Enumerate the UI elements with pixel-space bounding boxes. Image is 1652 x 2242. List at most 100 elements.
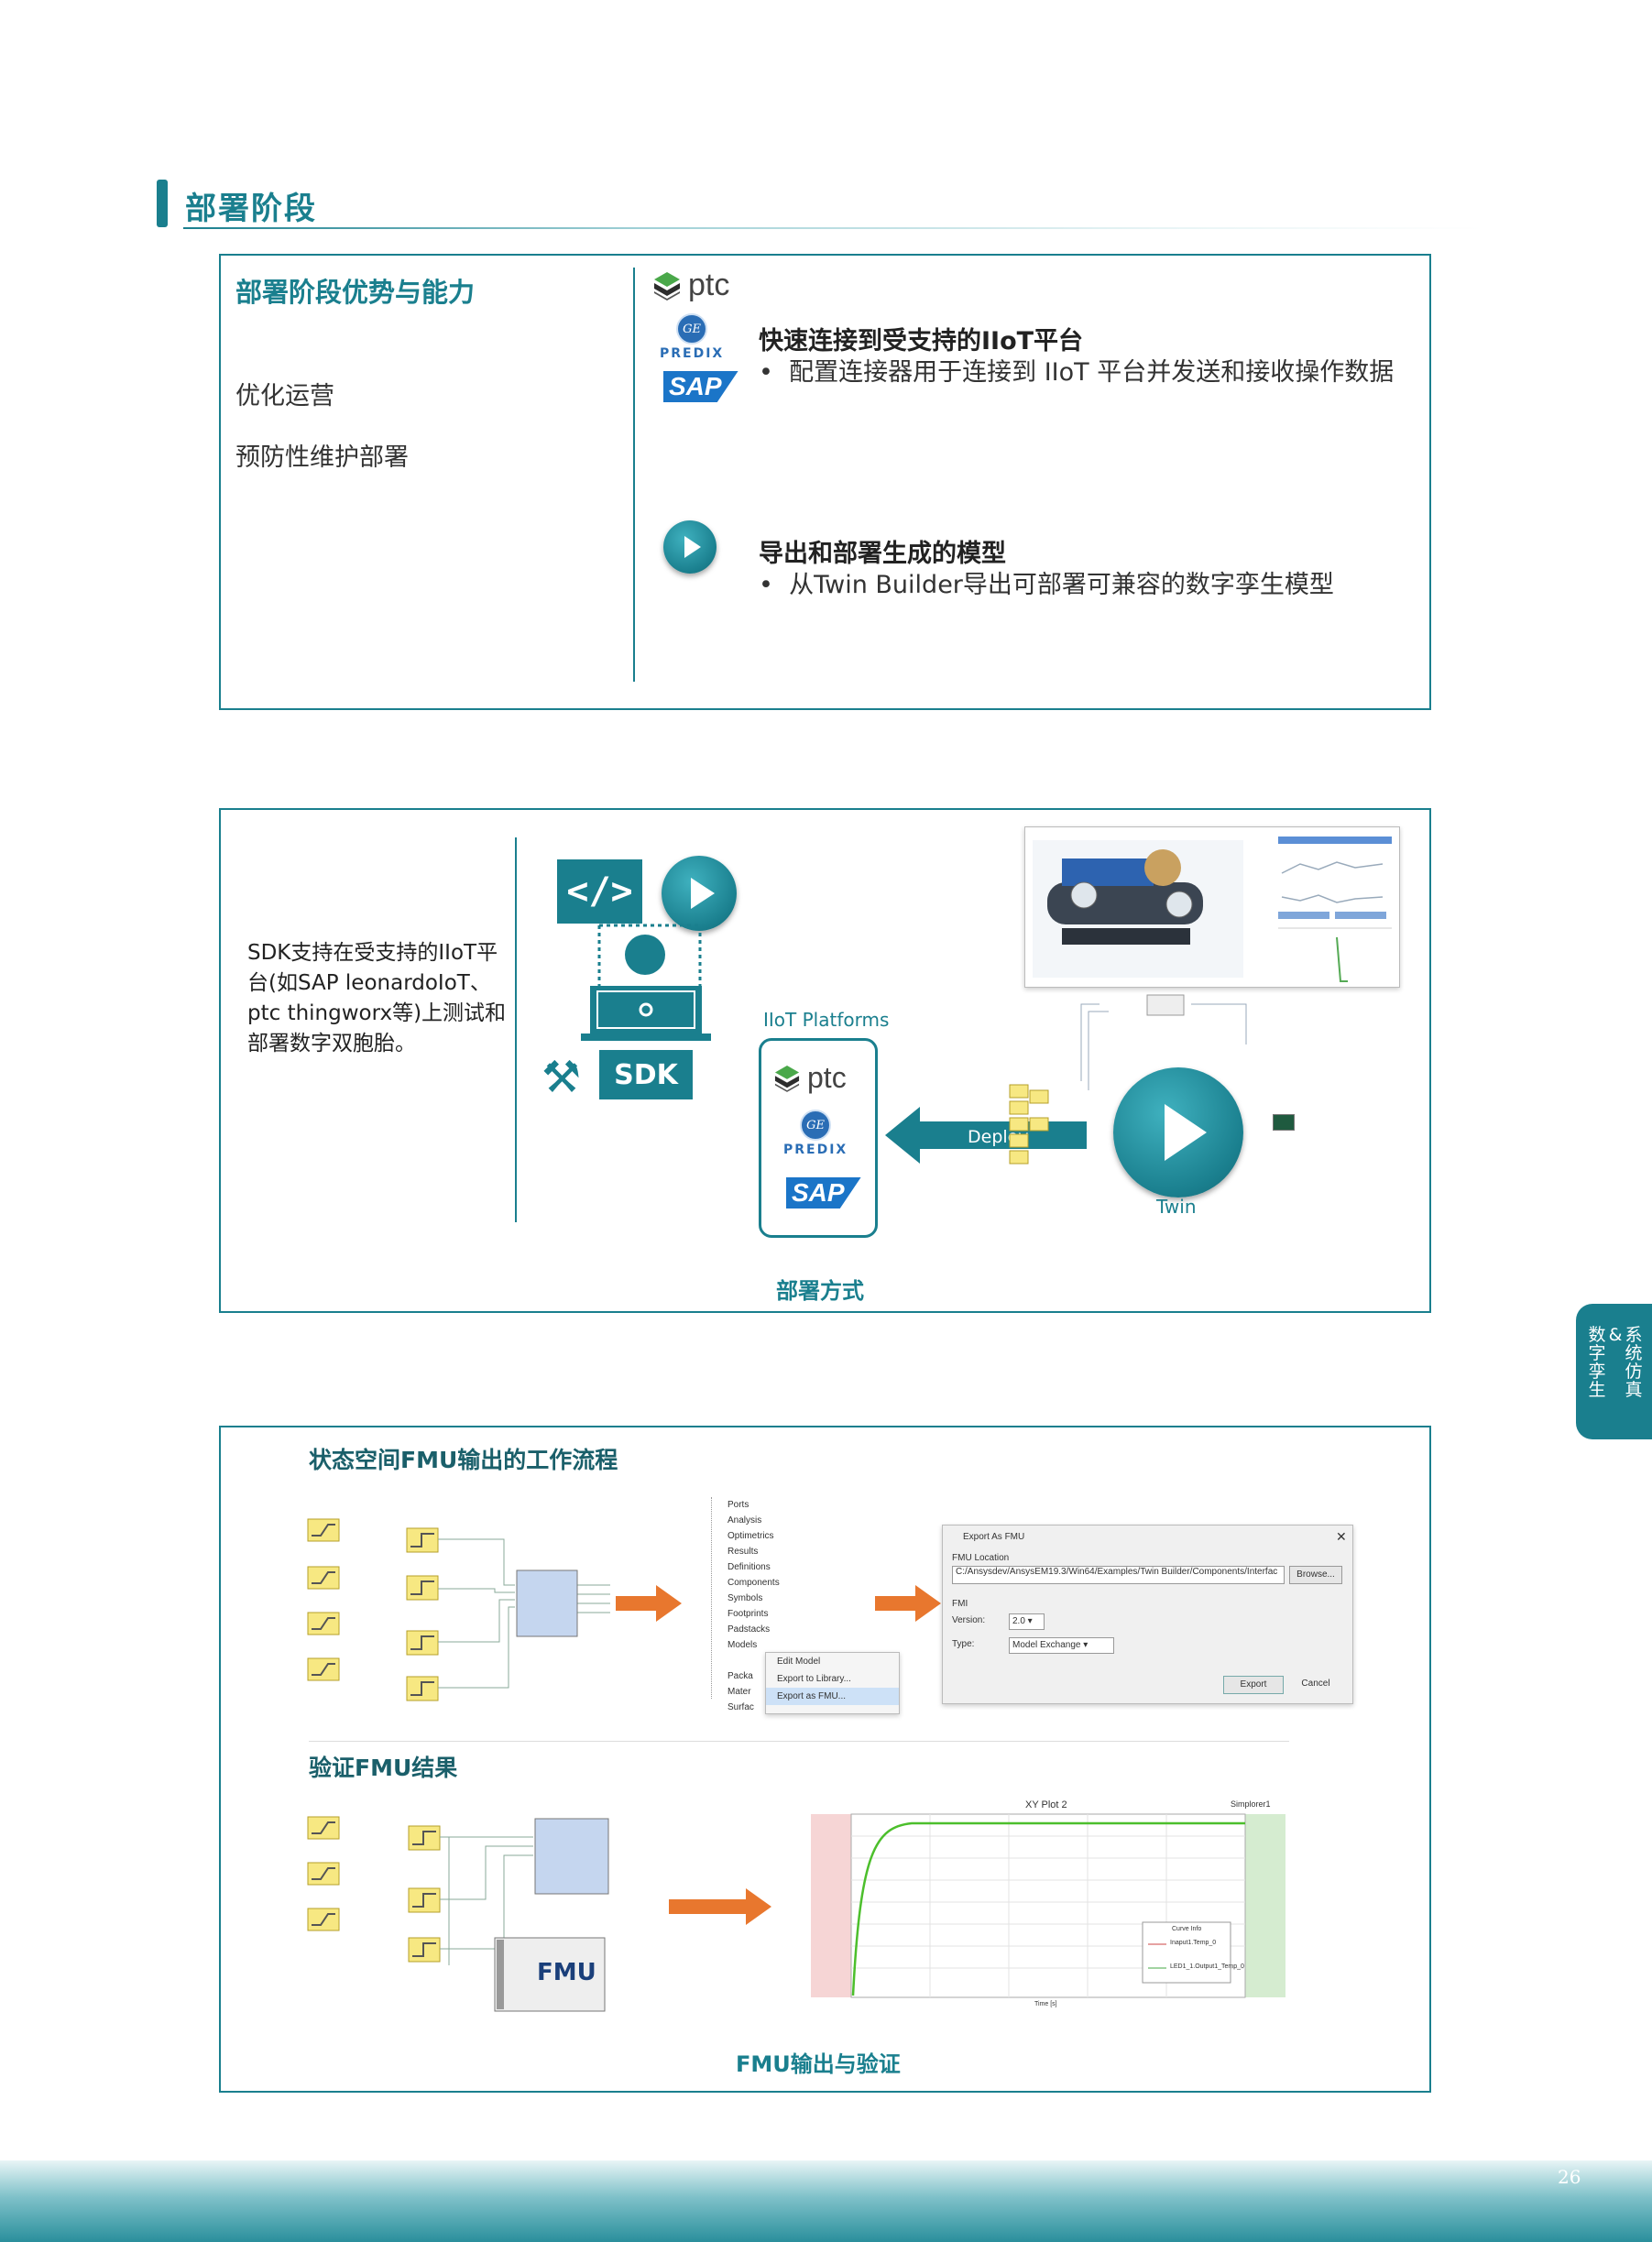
menu-item-export-fmu[interactable]: Export as FMU...: [766, 1688, 899, 1705]
section-marker: [157, 180, 168, 227]
fmi-group-label: FMI: [952, 1599, 968, 1609]
ge-icon: GE: [800, 1110, 832, 1141]
ptc-logo: ptc: [774, 1061, 847, 1095]
chiller-machine-image: [1033, 837, 1392, 982]
predix-logo-text: PREDIX: [783, 1143, 848, 1157]
tree-connector: [711, 1497, 723, 1699]
legend-item: LED1_1.Output1_Temp_0: [1170, 1963, 1244, 1970]
tree-item[interactable]: Analysis: [728, 1515, 762, 1526]
chapter-side-tab[interactable]: 数字孪生 & 系统仿真: [1576, 1304, 1652, 1439]
feature-title-export: 导出和部署生成的模型: [759, 540, 1006, 568]
tree-item[interactable]: Ports: [728, 1500, 749, 1510]
side-tab-text: 数字孪生: [1588, 1325, 1606, 1400]
version-select[interactable]: 2.0 ▾: [1009, 1613, 1045, 1630]
plot-xlabel: Time [s]: [1034, 2001, 1057, 2007]
tools-icon: ⚒: [542, 1052, 582, 1103]
section-title: 部署阶段: [185, 191, 317, 227]
twin-output-display: [1273, 1114, 1295, 1131]
fmu-divider: [309, 1741, 1289, 1742]
ptc-icon: [774, 1065, 800, 1092]
ptc-logo: ptc: [653, 268, 729, 303]
export-button[interactable]: Export: [1223, 1676, 1284, 1694]
version-label: Version:: [952, 1615, 986, 1625]
tree-item[interactable]: Mater: [728, 1687, 751, 1697]
version-value: 2.0: [1012, 1616, 1025, 1626]
advantage-item-optimize: 优化运营: [235, 382, 334, 410]
verify-title: 验证FMU结果: [309, 1755, 458, 1781]
bullet: •: [759, 358, 773, 387]
predix-logo-text: PREDIX: [660, 346, 725, 361]
location-label: FMU Location: [952, 1553, 1010, 1563]
advantages-panel: [219, 254, 1431, 710]
legend-item: Inaput1.Temp_0: [1170, 1940, 1217, 1946]
predix-logo: GE PREDIX: [783, 1110, 848, 1157]
ptc-icon: [654, 271, 680, 301]
advantage-item-maintenance: 预防性维护部署: [235, 443, 409, 472]
project-tree-list: Ports Analysis Optimetrics Results Defin…: [728, 1497, 780, 1715]
fmu-block-label: FMU: [537, 1959, 596, 1986]
deploy-divider: [515, 837, 517, 1222]
legend-title: Curve Info: [1172, 1926, 1202, 1932]
location-input[interactable]: C:/Ansysdev/AnsysEM19.3/Win64/Examples/T…: [952, 1566, 1285, 1584]
section-underline: [183, 227, 1484, 229]
menu-item-export-library[interactable]: Export to Library...: [777, 1674, 851, 1684]
twin-label: Twin: [1156, 1196, 1197, 1218]
side-tab-text: 系统仿真: [1625, 1325, 1643, 1400]
tree-item[interactable]: Optimetrics: [728, 1531, 774, 1541]
tree-item[interactable]: Models: [728, 1640, 758, 1650]
state-space-schematic: [307, 1518, 610, 1701]
advantages-divider: [633, 268, 635, 682]
xy-plot: XY Plot 2 Simplorer1 Curve Info Inaput1.…: [811, 1798, 1290, 2014]
type-value: Model Exchange: [1012, 1640, 1081, 1650]
fmu-caption: FMU输出与验证: [736, 2051, 901, 2077]
dialog-title: Export As FMU: [963, 1532, 1025, 1542]
tree-item[interactable]: Footprints: [728, 1609, 769, 1619]
sdk-label: SDK: [599, 1050, 693, 1099]
cancel-button[interactable]: Cancel: [1301, 1679, 1330, 1689]
play-icon: [663, 520, 717, 574]
tree-item[interactable]: Surfac: [728, 1702, 754, 1712]
twin-dashboard-screenshot: [1024, 826, 1400, 988]
sdk-description: SDK支持在受支持的IIoT平台(如SAP leonardoIoT、ptc th…: [247, 941, 507, 1055]
tree-item[interactable]: Padstacks: [728, 1624, 771, 1635]
side-tab-text: &: [1608, 1325, 1623, 1345]
plot-tag: Simplorer1: [1231, 1799, 1271, 1809]
bullet: •: [759, 571, 773, 599]
feature-desc-connect: • 配置连接器用于连接到 IIoT 平台并发送和接收操作数据: [759, 352, 1394, 388]
twin-play-icon: [1113, 1067, 1243, 1198]
tree-item[interactable]: Packa: [728, 1671, 753, 1681]
feature-desc-export-text: 从Twin Builder导出可部署可兼容的数字孪生模型: [789, 571, 1334, 599]
close-icon[interactable]: ✕: [1336, 1529, 1347, 1544]
footer-band: [0, 2160, 1652, 2242]
deploy-arrow: [885, 1107, 1087, 1164]
iiot-platforms-label: IIoT Platforms: [763, 1009, 890, 1031]
feature-desc-export: • 从Twin Builder导出可部署可兼容的数字孪生模型: [759, 564, 1334, 600]
ge-icon: GE: [676, 313, 708, 345]
page-number: 26: [1558, 2166, 1581, 2188]
fmu-verify-schematic: [307, 1816, 609, 2012]
context-menu: Edit Model Export to Library... Export a…: [765, 1652, 900, 1714]
advantages-title: 部署阶段优势与能力: [235, 277, 476, 308]
verify-arrow: [669, 1888, 771, 1925]
browse-button[interactable]: Browse...: [1289, 1566, 1342, 1584]
deploy-caption: 部署方式: [776, 1278, 864, 1304]
tree-item[interactable]: Components: [728, 1578, 780, 1588]
type-select[interactable]: Model Exchange ▾: [1009, 1637, 1114, 1654]
fmu-workflow-title: 状态空间FMU输出的工作流程: [309, 1447, 618, 1473]
feature-desc-connect-text: 配置连接器用于连接到 IIoT 平台并发送和接收操作数据: [789, 358, 1395, 387]
export-fmu-dialog: Export As FMU ✕ FMU Location C:/Ansysdev…: [942, 1525, 1353, 1704]
ptc-logo-text: ptc: [807, 1061, 847, 1094]
code-icon: </>: [557, 859, 642, 924]
tree-item[interactable]: Results: [728, 1547, 759, 1557]
plot-title: XY Plot 2: [1025, 1799, 1067, 1810]
tree-item[interactable]: Symbols: [728, 1593, 763, 1603]
ptc-logo-text: ptc: [688, 268, 730, 302]
workflow-arrow-2: [875, 1585, 941, 1622]
menu-item-edit-model[interactable]: Edit Model: [777, 1657, 821, 1667]
predix-logo: GE PREDIX: [660, 313, 724, 361]
developer-icon: [581, 924, 711, 1041]
play-icon: [662, 856, 737, 931]
tree-item[interactable]: Definitions: [728, 1562, 771, 1572]
workflow-arrow-1: [616, 1585, 682, 1622]
project-tree[interactable]: Ports Analysis Optimetrics Results Defin…: [706, 1493, 903, 1713]
